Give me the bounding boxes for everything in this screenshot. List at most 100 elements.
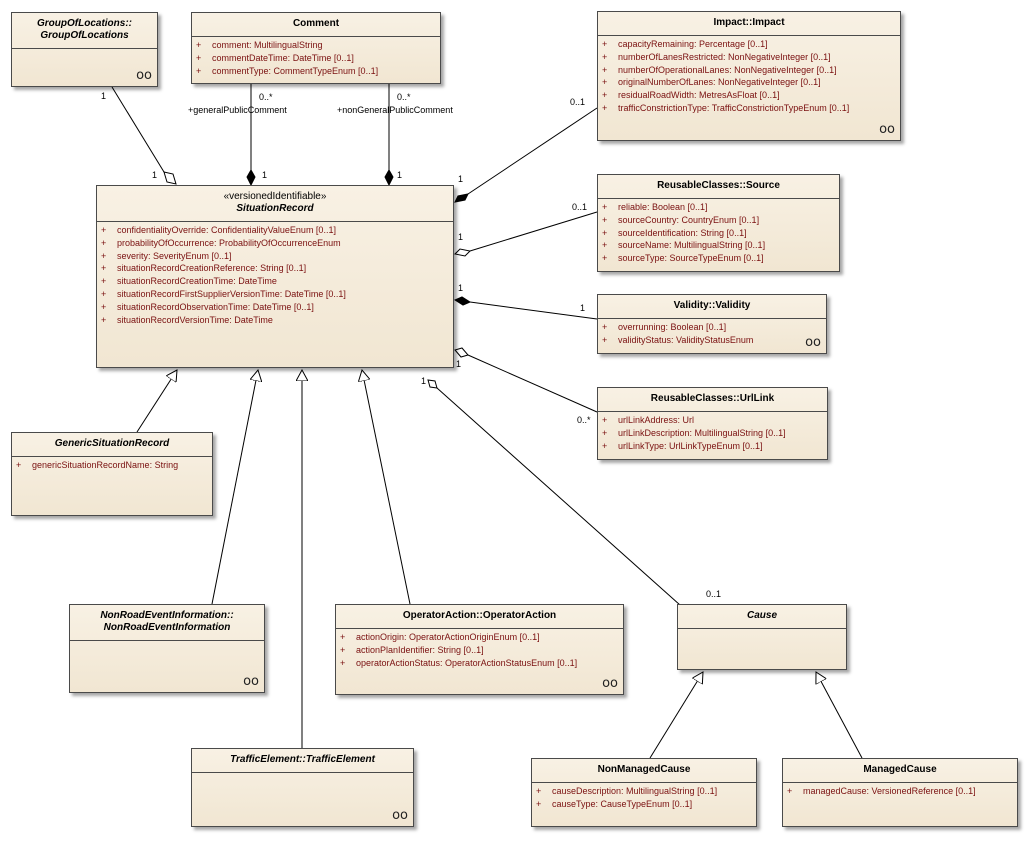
- class-cause[interactable]: Cause: [677, 604, 847, 670]
- attribute: +comment: MultilingualString: [196, 40, 323, 50]
- class-impact[interactable]: Impact::Impact +capacityRemaining: Perce…: [597, 11, 901, 141]
- aggregation-diamond-cause: [427, 379, 438, 389]
- class-name: Validity::Validity: [598, 295, 826, 319]
- multiplicity-label: 0..1: [572, 202, 588, 212]
- class-managed-cause[interactable]: ManagedCause +managedCause: VersionedRef…: [782, 758, 1018, 827]
- role-label: +nonGeneralPublicComment: [337, 105, 453, 115]
- composition-diamond-validity: [453, 296, 472, 306]
- multiplicity-label: 0..*: [397, 92, 411, 102]
- attribute-list: +overrunning: Boolean [0..1] +validitySt…: [598, 319, 826, 347]
- attribute: +trafficConstrictionType: TrafficConstri…: [602, 102, 850, 113]
- attribute: +situationRecordCreationTime: DateTime: [101, 276, 277, 287]
- attribute: +causeType: CauseTypeEnum [0..1]: [536, 798, 693, 809]
- attribute: +situationRecordCreationReference: Strin…: [101, 263, 307, 274]
- class-name: ManagedCause: [783, 759, 1017, 783]
- generalization-nonmanagedcause: [649, 672, 703, 759]
- class-title: SituationRecord: [236, 203, 314, 214]
- attribute: +sourceName: MultilingualString [0..1]: [602, 240, 766, 251]
- aggregation-diamond-source: [453, 248, 472, 257]
- multiplicity-label: 0..*: [577, 415, 591, 425]
- class-name: Impact::Impact: [598, 12, 900, 36]
- attribute: +residualRoadWidth: MetresAsFloat [0..1]: [602, 90, 780, 101]
- attribute: +urlLinkType: UrlLinkTypeEnum [0..1]: [602, 440, 763, 451]
- composition-diamond-impact: [454, 193, 469, 203]
- attribute-list: +causeDescription: MultilingualString [0…: [532, 783, 756, 811]
- class-validity[interactable]: Validity::Validity +overrunning: Boolean…: [597, 294, 827, 354]
- attribute: +originalNumberOfLanes: NonNegativeInteg…: [602, 77, 821, 88]
- class-operator-action[interactable]: OperatorAction::OperatorAction +actionOr…: [335, 604, 624, 695]
- class-name: «versionedIdentifiable» SituationRecord: [97, 186, 453, 222]
- stereotype-label: «versionedIdentifiable»: [223, 191, 327, 202]
- attribute-list: +capacityRemaining: Percentage [0..1] +n…: [598, 36, 900, 115]
- association-source: [469, 211, 598, 252]
- attribute: +causeDescription: MultilingualString [0…: [536, 786, 718, 796]
- class-non-managed-cause[interactable]: NonManagedCause +causeDescription: Multi…: [531, 758, 757, 827]
- class-situation-record[interactable]: «versionedIdentifiable» SituationRecord …: [96, 185, 454, 368]
- link-icon: oo: [879, 122, 895, 137]
- composition-diamond-nongeneral: [384, 168, 394, 187]
- attribute: +numberOfLanesRestricted: NonNegativeInt…: [602, 51, 831, 62]
- attribute: +severity: SeverityEnum [0..1]: [101, 250, 232, 261]
- attribute: +genericSituationRecordName: String: [16, 460, 179, 470]
- class-source[interactable]: ReusableClasses::Source +reliable: Boole…: [597, 174, 840, 272]
- attribute: +managedCause: VersionedReference [0..1]: [787, 786, 976, 796]
- generalization-nonroad: [211, 370, 258, 605]
- class-name: NonRoadEventInformation:: NonRoadEventIn…: [70, 605, 264, 641]
- class-name: GroupOfLocations:: GroupOfLocations: [12, 13, 157, 49]
- attribute: +situationRecordVersionTime: DateTime: [101, 314, 273, 325]
- attribute: +urlLinkDescription: MultilingualString …: [602, 427, 786, 438]
- class-name: Cause: [678, 605, 846, 629]
- composition-diamond-general: [246, 168, 256, 187]
- attribute-list: +urlLinkAddress: Url +urlLinkDescription…: [598, 412, 827, 452]
- multiplicity-label: 1: [458, 232, 464, 242]
- multiplicity-label: 1: [262, 170, 268, 180]
- attribute: +validityStatus: ValidityStatusEnum: [602, 334, 754, 345]
- attribute: +actionOrigin: OperatorActionOriginEnum …: [340, 632, 540, 642]
- association-urllink: [467, 354, 598, 413]
- attribute: +commentType: CommentTypeEnum [0..1]: [196, 65, 379, 76]
- class-non-road-event-information[interactable]: NonRoadEventInformation:: NonRoadEventIn…: [69, 604, 265, 693]
- attribute: +numberOfOperationalLanes: NonNegativeIn…: [602, 64, 837, 75]
- aggregation-diamond-urllink: [454, 347, 469, 358]
- link-icon: oo: [392, 808, 408, 823]
- class-group-of-locations[interactable]: GroupOfLocations:: GroupOfLocations oo: [11, 12, 158, 87]
- attribute: +capacityRemaining: Percentage [0..1]: [602, 39, 768, 49]
- attribute-list: +confidentialityOverride: Confidentialit…: [97, 222, 453, 326]
- attribute: +sourceType: SourceTypeEnum [0..1]: [602, 253, 764, 264]
- link-icon: oo: [136, 68, 152, 83]
- association-validity: [469, 301, 598, 320]
- link-icon: oo: [602, 676, 618, 691]
- class-name: ReusableClasses::Source: [598, 175, 839, 199]
- multiplicity-label: 1: [580, 303, 586, 313]
- class-traffic-element[interactable]: TrafficElement::TrafficElement oo: [191, 748, 414, 827]
- attribute: +operatorActionStatus: OperatorActionSta…: [340, 657, 578, 668]
- multiplicity-label: 1: [458, 174, 464, 184]
- generalization-operatoraction: [362, 370, 411, 605]
- attribute: +urlLinkAddress: Url: [602, 415, 695, 425]
- multiplicity-label: 0..1: [570, 97, 586, 107]
- class-comment[interactable]: Comment +comment: MultilingualString +co…: [191, 12, 441, 84]
- class-name: TrafficElement::TrafficElement: [192, 749, 413, 773]
- link-icon: oo: [805, 335, 821, 350]
- multiplicity-label: 1: [397, 170, 403, 180]
- role-label: +generalPublicComment: [188, 105, 287, 115]
- multiplicity-label: 0..*: [259, 92, 273, 102]
- class-url-link[interactable]: ReusableClasses::UrlLink +urlLinkAddress…: [597, 387, 828, 460]
- multiplicity-label: 1: [421, 376, 427, 386]
- class-generic-situation-record[interactable]: GenericSituationRecord +genericSituation…: [11, 432, 213, 516]
- attribute-list: +actionOrigin: OperatorActionOriginEnum …: [336, 629, 623, 669]
- attribute: +commentDateTime: DateTime [0..1]: [196, 52, 354, 63]
- attribute: +sourceIdentification: String [0..1]: [602, 227, 747, 238]
- association-group: [111, 86, 165, 173]
- multiplicity-label: 0..1: [706, 589, 722, 599]
- class-name: NonManagedCause: [532, 759, 756, 783]
- class-name: OperatorAction::OperatorAction: [336, 605, 623, 629]
- attribute-list: +comment: MultilingualString +commentDat…: [192, 37, 440, 77]
- multiplicity-label: 1: [152, 170, 158, 180]
- attribute: +sourceCountry: CountryEnum [0..1]: [602, 214, 760, 225]
- class-name: GenericSituationRecord: [12, 433, 212, 457]
- attribute: +overrunning: Boolean [0..1]: [602, 322, 727, 332]
- attribute-list: +reliable: Boolean [0..1] +sourceCountry…: [598, 199, 839, 265]
- multiplicity-label: 1: [458, 283, 464, 293]
- multiplicity-label: 1: [456, 359, 462, 369]
